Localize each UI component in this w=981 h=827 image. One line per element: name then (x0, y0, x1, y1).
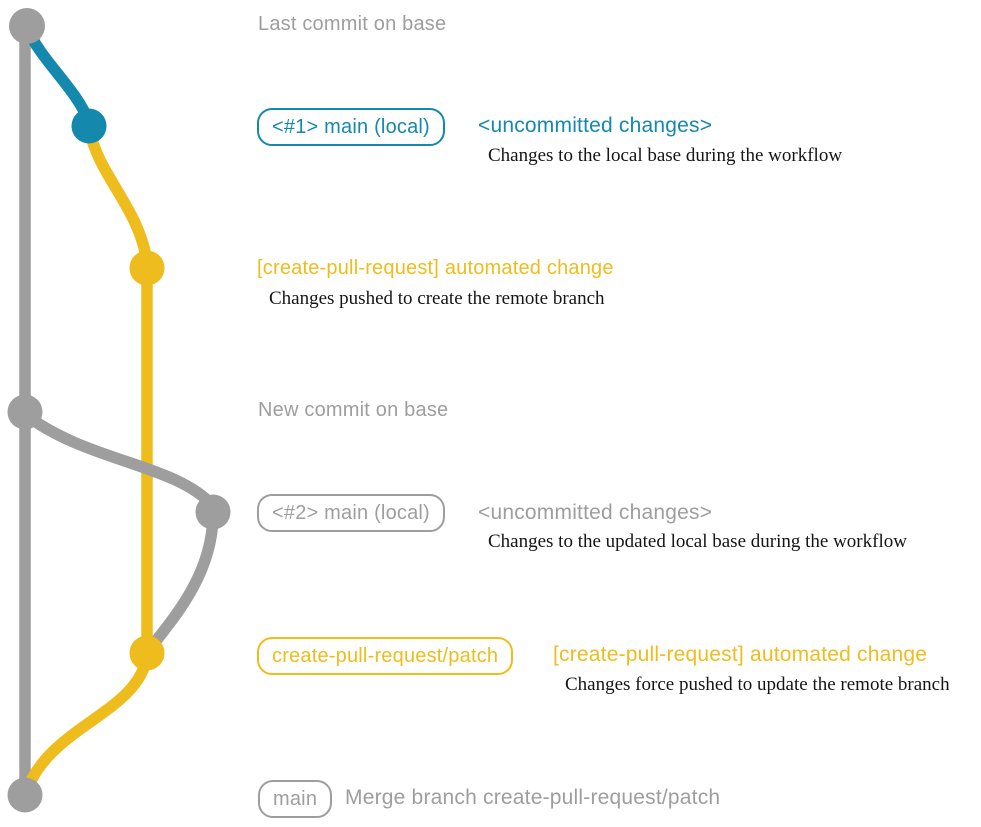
local-main-curve (21, 25, 95, 125)
commit-dot-new-base (7, 394, 43, 430)
commit-dot-patch-1 (129, 250, 165, 286)
commit-dot-last-base (9, 8, 45, 44)
badge-main: main (258, 780, 333, 818)
commit-dot-merge (7, 777, 43, 813)
commit-dot-patch-2 (129, 635, 165, 671)
patch-merge-curve (20, 654, 153, 796)
patch-branch-curve-top (83, 126, 153, 263)
commit-dot-local-main-2 (195, 494, 231, 530)
desc-updated-local-base-changes: Changes to the updated local base during… (488, 531, 907, 552)
desc-pushed-create-remote: Changes pushed to create the remote bran… (269, 288, 605, 309)
status-uncommitted-changes-1: <uncommitted changes> (478, 114, 713, 137)
base-update-curve (22, 410, 217, 510)
label-new-commit-on-base: New commit on base (258, 399, 449, 421)
badge-patch-branch: create-pull-request/patch (257, 637, 514, 675)
desc-local-base-changes: Changes to the local base during the wor… (488, 145, 843, 166)
status-uncommitted-changes-2: <uncommitted changes> (478, 501, 713, 524)
label-merge-branch: Merge branch create-pull-request/patch (345, 786, 721, 809)
label-last-commit-on-base: Last commit on base (258, 13, 447, 35)
desc-force-pushed-update-remote: Changes force pushed to update the remot… (565, 674, 950, 695)
commit-dot-local-main-1 (71, 108, 107, 144)
base-into-patch-curve (147, 515, 219, 650)
badge-main-local-2: <#2> main (local) (257, 494, 445, 532)
title-automated-change-1: [create-pull-request] automated change (257, 257, 614, 279)
title-automated-change-2: [create-pull-request] automated change (553, 643, 928, 666)
badge-main-local-1: <#1> main (local) (257, 108, 445, 146)
